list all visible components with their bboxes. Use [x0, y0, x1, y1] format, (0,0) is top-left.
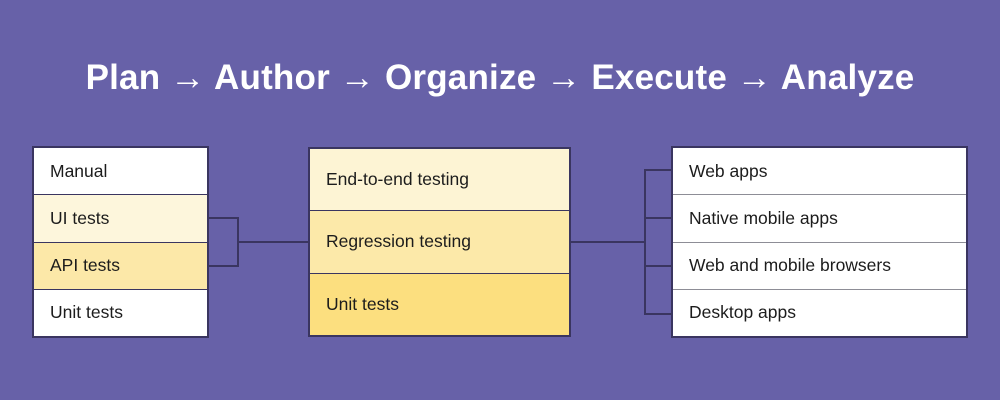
cell-label: Web and mobile browsers [689, 255, 891, 276]
list-item[interactable]: Native mobile apps [673, 195, 966, 243]
connector-branch-native-apps [644, 217, 673, 219]
cell-label: End-to-end testing [326, 169, 470, 190]
platform-column: Web apps Native mobile apps Web and mobi… [671, 146, 968, 338]
list-item[interactable]: End-to-end testing [310, 149, 569, 212]
list-item[interactable]: Web apps [673, 148, 966, 196]
cell-label: Unit tests [50, 302, 123, 323]
connector-branch-web-apps [644, 169, 673, 171]
list-item[interactable]: API tests [34, 242, 207, 290]
test-level-column: End-to-end testing Regression testing Un… [308, 147, 571, 337]
cell-label: Unit tests [326, 293, 399, 314]
cell-label: Desktop apps [689, 302, 797, 323]
list-item[interactable]: Web and mobile browsers [673, 242, 966, 290]
cell-label: Web apps [689, 160, 768, 181]
list-item[interactable]: Desktop apps [673, 289, 966, 336]
list-item[interactable]: Unit tests [34, 289, 207, 336]
cell-label: Native mobile apps [689, 207, 838, 228]
connector-stem-right [570, 241, 646, 243]
list-item[interactable]: Unit tests [310, 273, 569, 335]
list-item[interactable]: Manual [34, 148, 207, 196]
connector-branch-api-tests [209, 265, 239, 267]
connector-spine-right [644, 169, 646, 315]
test-type-column: Manual UI tests API tests Unit tests [32, 146, 209, 338]
cell-label: UI tests [50, 207, 110, 228]
connector-branch-browsers [644, 265, 673, 267]
cell-label: Regression testing [326, 231, 471, 252]
cell-label: API tests [50, 255, 121, 276]
list-item[interactable]: Regression testing [310, 211, 569, 274]
cell-label: Manual [50, 160, 108, 181]
page-title: Plan → Author → Organize → Execute → Ana… [85, 58, 915, 97]
connector-stem-left [237, 241, 309, 243]
list-item[interactable]: UI tests [34, 195, 207, 243]
connector-branch-ui-tests [209, 217, 239, 219]
connector-branch-desktop [644, 313, 673, 315]
